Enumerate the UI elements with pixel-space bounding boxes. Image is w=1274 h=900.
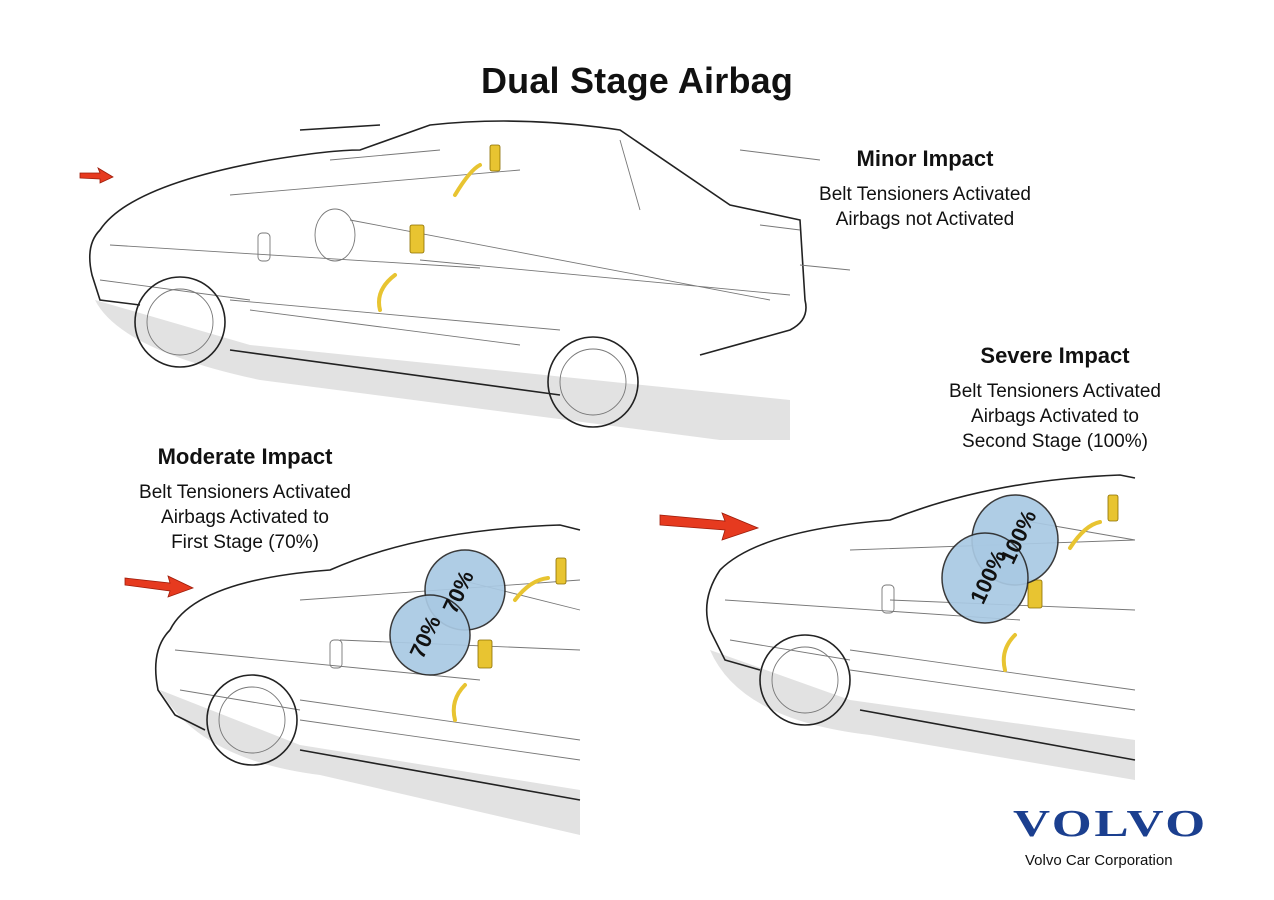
moderate-impact-line-3: First Stage (70%) [171, 532, 319, 553]
car-severe-impact: 100% 100% [705, 474, 1136, 780]
minor-impact-line-2: Airbags not Activated [835, 209, 1015, 230]
car-severe-shadow [710, 650, 1135, 780]
car-minor-rear-wheel [547, 336, 639, 428]
airbag-icon [941, 532, 1029, 624]
car-minor-body [89, 120, 807, 396]
car-severe-body [705, 474, 1136, 761]
car-moderate-body [154, 524, 581, 801]
car-minor-front-wheel [134, 276, 226, 368]
car-minor-impact [89, 120, 851, 440]
company-name: Volvo Car Corporation [1025, 852, 1173, 869]
car-severe-front-wheel [759, 634, 851, 726]
belt-tensioner-icon [453, 163, 482, 197]
moderate-impact-line-2: Airbags Activated to [161, 507, 329, 528]
severe-impact-line-3: Second Stage (100%) [962, 431, 1148, 452]
impact-arrow-icon [124, 575, 195, 598]
minor-impact-heading: Minor Impact [856, 146, 994, 171]
moderate-impact-line-1: Belt Tensioners Activated [139, 482, 351, 503]
car-moderate-impact: 70% 70% [154, 524, 581, 835]
severe-impact-caption: Severe Impact Belt Tensioners Activated … [920, 343, 1190, 454]
moderate-impact-caption: Moderate Impact Belt Tensioners Activate… [110, 444, 380, 555]
impact-arrow-icon [659, 512, 760, 541]
belt-tensioner-icon [477, 639, 493, 669]
page-title: Dual Stage Airbag [480, 60, 794, 101]
moderate-impact-heading: Moderate Impact [157, 444, 333, 469]
volvo-logo: VOLVO [1013, 803, 1208, 845]
airbag-icon [389, 594, 471, 676]
minor-impact-line-1: Belt Tensioners Activated [819, 184, 1031, 205]
severe-impact-line-1: Belt Tensioners Activated [949, 381, 1161, 402]
severe-impact-line-2: Airbags Activated to [971, 406, 1139, 427]
car-minor-detail-lines [99, 139, 851, 346]
steering-wheel [314, 208, 356, 262]
impact-arrow-icon [79, 167, 114, 184]
car-minor-shadow [95, 300, 790, 440]
belt-tensioner-icon [1027, 579, 1043, 609]
minor-impact-caption: Minor Impact Belt Tensioners Activated A… [790, 146, 1060, 232]
severe-impact-heading: Severe Impact [980, 343, 1130, 368]
car-moderate-front-wheel [206, 674, 298, 766]
